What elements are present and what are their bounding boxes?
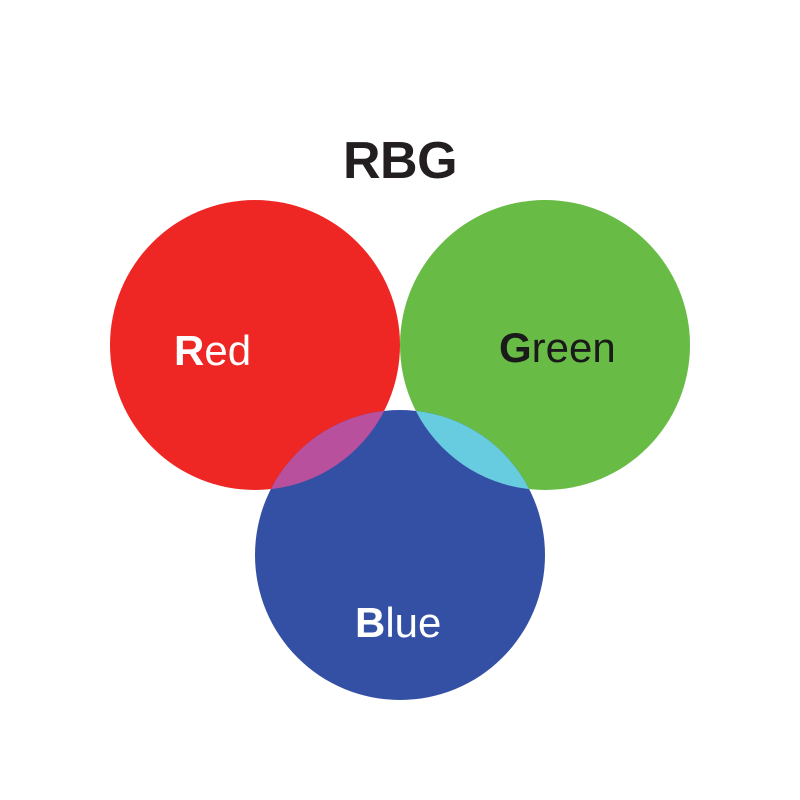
venn-label-blue: Blue (355, 602, 441, 644)
venn-label-red-rest: ed (204, 327, 252, 374)
venn-circle-blue (255, 410, 545, 700)
venn-label-red-initial: R (174, 327, 205, 374)
venn-label-green-rest: reen (531, 324, 616, 371)
venn-label-green: Green (499, 327, 616, 369)
venn-label-blue-rest: lue (385, 599, 442, 646)
venn-circle-red (110, 200, 400, 490)
venn-label-blue-initial: B (355, 599, 386, 646)
venn-label-green-initial: G (499, 324, 532, 371)
page-title: RBG (342, 132, 458, 190)
venn-circle-green (400, 200, 690, 490)
venn-label-red: Red (174, 330, 251, 372)
